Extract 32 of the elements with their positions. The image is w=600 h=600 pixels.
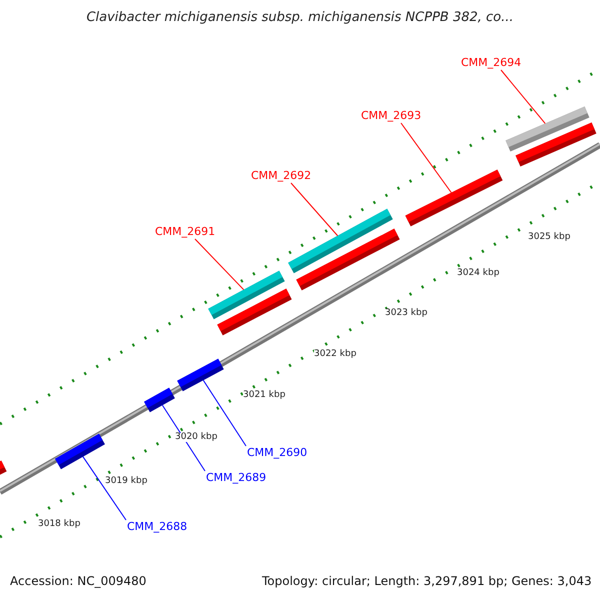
leader-line — [162, 404, 206, 472]
gene-bar — [296, 228, 400, 290]
leader-line — [202, 380, 246, 446]
gene-label: CMM_2690 — [247, 447, 308, 458]
gene-label: CMM_2693 — [361, 110, 422, 121]
gene-label: CMM_2692 — [251, 170, 312, 181]
footer-text: Accession: NC_009480 — [10, 575, 146, 587]
leader-line — [400, 122, 452, 194]
tick-label: 3023 kbp — [385, 309, 428, 318]
gene-label: CMM_2694 — [461, 57, 522, 68]
leader-line — [290, 182, 338, 236]
leader-line — [82, 456, 126, 520]
gene-label: CMM_2691 — [155, 226, 216, 237]
gene-bar — [177, 358, 224, 392]
gene-bar — [405, 170, 503, 226]
tick-label: 3022 kbp — [314, 350, 356, 359]
tick-label: 3025 kbp — [528, 233, 570, 242]
tick-label: 3018 kbp — [38, 520, 80, 529]
tick-label: 3020 kbp — [175, 433, 218, 442]
gene-label: CMM_2689 — [206, 472, 266, 483]
tick-label: 3021 kbp — [243, 391, 286, 400]
gene-label: CMM_2688 — [127, 521, 188, 532]
leader-line — [500, 70, 546, 124]
gene-bar — [516, 122, 596, 166]
gene-bar — [144, 388, 175, 412]
tick-label: 3019 kbp — [105, 477, 148, 486]
gene-bar — [217, 288, 292, 336]
tick-label: 3024 kbp — [457, 269, 500, 278]
footer-text: Topology: circular; Length: 3,297,891 bp; Genes: 3,043 — [262, 575, 592, 587]
leader-line — [194, 238, 244, 290]
title: Clavibacter michiganensis subsp. michiganensis NCPPB 382, co... — [85, 11, 515, 24]
gene-bar — [55, 434, 105, 470]
